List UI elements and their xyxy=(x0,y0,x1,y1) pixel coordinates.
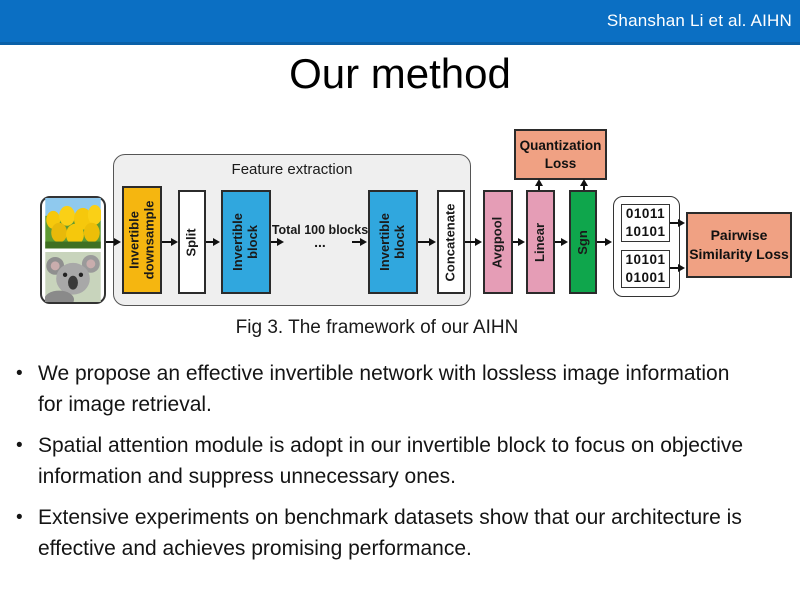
flow-arrow xyxy=(465,238,482,246)
quantization-arrow xyxy=(580,179,588,190)
invertible-block-1-label: Invertible block xyxy=(230,213,261,271)
ellipsis-label: ... xyxy=(314,234,326,250)
invertible-block-2: Invertible block xyxy=(368,190,418,294)
feature-extraction-label: Feature extraction xyxy=(231,161,353,178)
flow-arrow xyxy=(418,238,436,246)
hash-code-2: 10101 01001 xyxy=(621,250,670,288)
avgpool-label: Avgpool xyxy=(489,216,505,268)
figure-caption: Fig 3. The framework of our AIHN xyxy=(235,317,519,338)
sgn-block: Sgn xyxy=(569,190,597,294)
bullet-marker: • xyxy=(16,435,23,456)
bullet-marker: • xyxy=(16,507,23,528)
flow-arrow xyxy=(352,238,367,246)
quantization-loss-box: Quantization Loss xyxy=(514,129,607,180)
tulips-image xyxy=(45,198,101,249)
bullet-point: • Spatial attention module is adopt in o… xyxy=(16,430,746,492)
invertible-downsample-block: Invertible downsample xyxy=(122,186,162,294)
total-blocks-note: Total 100 blocks ... xyxy=(270,223,370,250)
concatenate-label: Concatenate xyxy=(442,202,458,282)
avgpool-block: Avgpool xyxy=(483,190,513,294)
linear-block: Linear xyxy=(526,190,555,294)
bullet-list: • We propose an effective invertible net… xyxy=(16,358,746,574)
bullet-text: We propose an effective invertible netwo… xyxy=(38,362,730,416)
flow-arrow xyxy=(597,238,612,246)
flow-arrow xyxy=(162,238,178,246)
flow-arrow xyxy=(670,264,685,272)
flow-arrow xyxy=(206,238,220,246)
flow-arrow xyxy=(106,238,121,246)
header-bar: Shanshan Li et al. AIHN xyxy=(0,0,800,45)
input-images-box xyxy=(40,196,106,304)
invertible-block-2-label: Invertible block xyxy=(377,213,408,271)
bullet-text: Spatial attention module is adopt in our… xyxy=(38,434,744,488)
split-label: Split xyxy=(183,227,199,257)
flow-arrow xyxy=(670,219,685,227)
bullet-point: • We propose an effective invertible net… xyxy=(16,358,746,420)
author-credit: Shanshan Li et al. AIHN xyxy=(606,11,792,30)
hash-code-1: 01011 10101 xyxy=(621,204,670,242)
bullet-point: • Extensive experiments on benchmark dat… xyxy=(16,502,746,564)
concatenate-block: Concatenate xyxy=(437,190,465,294)
invertible-block-1: Invertible block xyxy=(221,190,271,294)
bullet-text: Extensive experiments on benchmark datas… xyxy=(38,506,742,560)
flow-arrow xyxy=(271,238,284,246)
slide-title: Our method xyxy=(289,50,511,97)
flow-arrow xyxy=(513,238,525,246)
linear-label: Linear xyxy=(532,222,548,262)
total-blocks-label: Total 100 blocks xyxy=(271,223,369,237)
invertible-downsample-label: Invertible downsample xyxy=(126,200,156,280)
quantization-arrow xyxy=(535,179,543,190)
bullet-marker: • xyxy=(16,363,23,384)
pairwise-similarity-loss-box: Pairwise Similarity Loss xyxy=(686,212,792,278)
flow-arrow xyxy=(555,238,568,246)
split-block: Split xyxy=(178,190,206,294)
sgn-label: Sgn xyxy=(574,229,590,255)
koala-image xyxy=(45,251,101,302)
